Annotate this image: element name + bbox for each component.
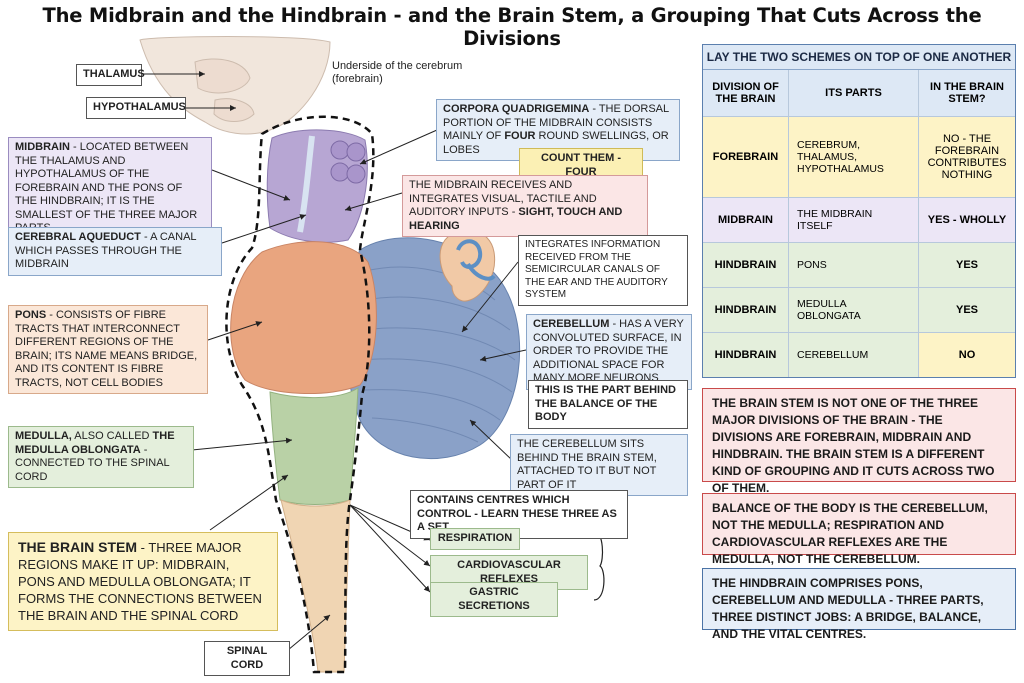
medulla-label: MEDULLA, ALSO CALLED THE MEDULLA OBLONGA… [8, 426, 194, 488]
note-box: BALANCE OF THE BODY IS THE CEREBELLUM, N… [702, 493, 1016, 566]
brain-stem-label: THE BRAIN STEM - THREE MAJOR REGIONS MAK… [8, 532, 278, 631]
pons-label: PONS - CONSISTS OF FIBRE TRACTS THAT INT… [8, 305, 208, 394]
column-header-in-stem: IN THE BRAIN STEM? [930, 81, 1004, 105]
table-cell-in-stem: YES - WHOLLY [927, 214, 1007, 226]
colliculus-4 [346, 164, 366, 184]
corpora-label-four: FOUR [504, 130, 536, 142]
medulla-label-title2: THE MEDULLA OBLONGATA [15, 430, 175, 456]
table-cell-division: HINDBRAIN [703, 243, 789, 287]
medulla-label-text: - CONNECTED TO THE SPINAL CORD [15, 443, 170, 483]
colliculus-3 [330, 162, 350, 182]
spinal-cord-label: SPINAL CORD [204, 641, 290, 676]
column-header-division: DIVISION OF THE BRAIN [703, 70, 789, 116]
cerebrum-caption: Underside of the cerebrum (forebrain) [332, 60, 463, 85]
table-header-row: DIVISION OF THE BRAIN ITS PARTS IN THE B… [703, 70, 1015, 117]
pons-label-title: PONS [15, 309, 47, 321]
medulla-shape [269, 387, 359, 505]
comparison-table: LAY THE TWO SCHEMES ON TOP OF ONE ANOTHE… [702, 44, 1016, 378]
brain-stem-outline [225, 115, 375, 674]
respiration-label: RESPIRATION [430, 528, 520, 550]
table-cell-parts: THE MIDBRAIN ITSELF [789, 198, 919, 242]
corpora-label-text1: - THE DORSAL PORTION OF THE MIDBRAIN CON… [443, 103, 669, 142]
midbrain-receives-text: THE MIDBRAIN RECEIVES AND INTEGRATES VIS… [409, 179, 597, 218]
table-cell-division: HINDBRAIN [703, 333, 789, 377]
cerebellum-label-title: CEREBELLUM [533, 318, 610, 330]
balance-label: THIS IS THE PART BEHIND THE BALANCE OF T… [528, 380, 688, 429]
contains-centres-label: CONTAINS CENTRES WHICH CONTROL - LEARN T… [410, 490, 628, 539]
page-title: The Midbrain and the Hindbrain - and the… [42, 4, 982, 50]
semicircular-canals [456, 239, 496, 281]
corpora-label-text2: ROUND SWELLINGS, OR LOBES [443, 130, 669, 156]
midbrain-receives-bold: SIGHT, TOUCH AND HEARING [409, 206, 623, 232]
midbrain-receives-label: THE MIDBRAIN RECEIVES AND INTEGRATES VIS… [402, 175, 648, 237]
midbrain-label: MIDBRAIN - LOCATED BETWEEN THE THALAMUS … [8, 137, 212, 240]
cerebellum-label-text: - HAS A VERY CONVOLUTED SURFACE, IN ORDE… [533, 318, 684, 384]
table-cell-division: MIDBRAIN [703, 198, 789, 242]
note-box: THE HINDBRAIN COMPRISES PONS, CEREBELLUM… [702, 568, 1016, 641]
aqueduct-label-text: - A CANAL WHICH PASSES THROUGH THE MIDBR… [15, 231, 197, 270]
table-cell-in-stem: YES [955, 304, 978, 316]
cerebellum-label: CEREBELLUM - HAS A VERY CONVOLUTED SURFA… [526, 314, 692, 390]
colliculus-1 [330, 140, 350, 160]
pons-label-text: - CONSISTS OF FIBRE TRACTS THAT INTERCON… [15, 309, 198, 389]
bracket [593, 529, 605, 601]
gastric-secretions-label: GASTRIC SECRETIONS [430, 582, 558, 617]
table-cell-in-stem: NO [919, 333, 1015, 377]
cerebellum-sits-behind-label: THE CEREBELLUM SITS BEHIND THE BRAIN STE… [510, 434, 688, 496]
cerebral-aqueduct-label: CEREBRAL AQUEDUCT - A CANAL WHICH PASSES… [8, 227, 222, 276]
table-cell-division: HINDBRAIN [703, 288, 789, 332]
thalamus-shape [194, 58, 251, 94]
table-cell-parts: CEREBRUM, THALAMUS, HYPOTHALAMUS [789, 117, 919, 197]
table-cell-parts: MEDULLA OBLONGATA [789, 288, 919, 332]
table-heading: LAY THE TWO SCHEMES ON TOP OF ONE ANOTHE… [703, 45, 1015, 70]
medulla-label-title: MEDULLA, [15, 430, 72, 442]
pons-shape [230, 241, 377, 395]
table-cell-parts: CEREBELLUM [789, 333, 919, 377]
midbrain-label-text: - LOCATED BETWEEN THE THALAMUS AND HYPOT… [15, 141, 198, 234]
hypothalamus-label: HYPOTHALAMUS [86, 97, 186, 119]
column-header-parts: ITS PARTS [789, 70, 919, 116]
cerebral-aqueduct-shape [297, 135, 315, 233]
table-cell-division: FOREBRAIN [703, 117, 789, 197]
aqueduct-label-title: CEREBRAL AQUEDUCT [15, 231, 141, 243]
table-cell-in-stem: NO - THE FOREBRAIN CONTRIBUTES NOTHING [927, 133, 1007, 181]
brain-stem-label-title: THE BRAIN STEM [18, 539, 137, 555]
colliculus-2 [346, 142, 366, 162]
brain-stem-label-text: - THREE MAJOR REGIONS MAKE IT UP: MIDBRA… [18, 540, 262, 623]
thalamus-label: THALAMUS [76, 64, 145, 86]
spinal-cord-shape [280, 499, 351, 673]
note-box: THE BRAIN STEM IS NOT ONE OF THE THREE M… [702, 388, 1016, 495]
table-cell-parts: PONS [789, 243, 919, 287]
table-cell-in-stem: YES [955, 259, 978, 271]
medulla-label-mid: ALSO CALLED [71, 430, 153, 442]
midbrain-label-title: MIDBRAIN [15, 141, 70, 153]
integrates-information-label: INTEGRATES INFORMATION RECEIVED FROM THE… [518, 235, 688, 306]
corpora-label-title: CORPORA QUADRIGEMINA [443, 103, 590, 115]
